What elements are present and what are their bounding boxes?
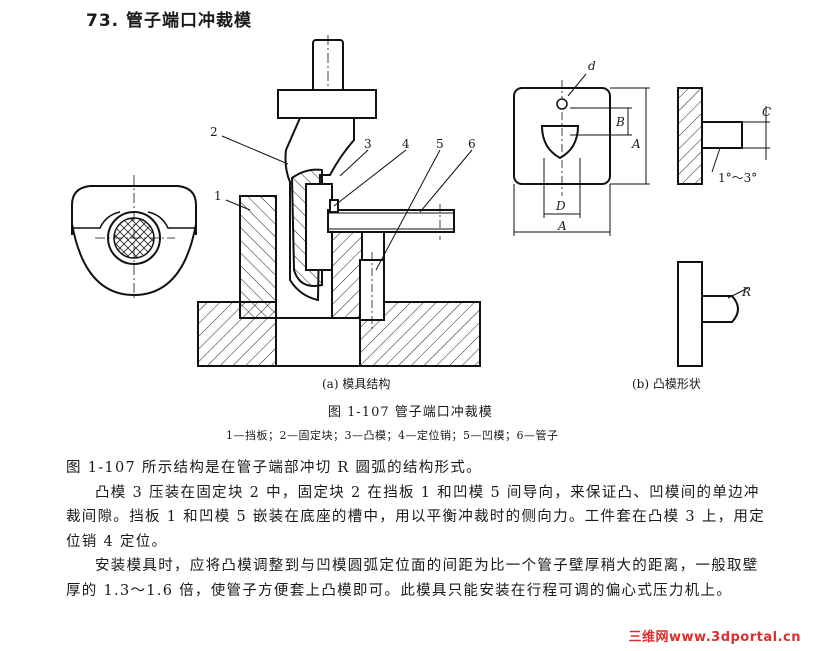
side-view	[71, 175, 197, 300]
punch-front-view	[513, 73, 650, 236]
dim-A-vertical: A	[631, 137, 641, 151]
punch-side-view	[677, 87, 770, 185]
page-title: 73. 管子端口冲裁模	[86, 11, 253, 31]
part-number-1: 1	[214, 189, 222, 203]
dim-A-horizontal: A	[557, 219, 567, 233]
part-number-6: 6	[468, 137, 476, 151]
figure-legend: 1—挡板；2—固定块；3—凸模；4—定位销；5—凹模；6—管子	[226, 429, 559, 442]
part-number-2: 2	[210, 125, 218, 139]
dim-d: d	[588, 59, 596, 73]
part-number-5: 5	[436, 137, 444, 151]
paragraph-1: 图 1-107 所示结构是在管子端部冲切 R 圆弧的结构形式。	[66, 460, 482, 476]
punch-top-view	[677, 261, 749, 367]
paragraph-3: 安装模具时，应将凸模调整到与凹模圆弧定位面的间距为比一个管子壁厚稍大的距离，一般…	[66, 558, 759, 599]
dim-D: D	[555, 199, 566, 213]
part-number-3: 3	[364, 137, 372, 151]
body-text: 图 1-107 所示结构是在管子端部冲切 R 圆弧的结构形式。 凸模 3 压装在…	[66, 456, 771, 604]
caption-b: (b) 凸模形状	[632, 377, 701, 391]
part-number-4: 4	[402, 137, 410, 151]
dim-B: B	[615, 115, 625, 129]
paragraph-2: 凸模 3 压装在固定块 2 中，固定块 2 在挡板 1 和凹模 5 间导向，来保…	[66, 484, 766, 550]
dim-R: R	[741, 285, 751, 299]
caption-a: (a) 模具结构	[322, 377, 391, 391]
angle-label: 1°～3°	[718, 171, 757, 185]
die-assembly	[197, 35, 481, 367]
dim-C: C	[762, 105, 771, 119]
figure-title: 图 1-107 管子端口冲裁模	[328, 405, 493, 420]
watermark: 三维网www.3dportal.cn	[628, 630, 801, 645]
figure-drawing: 2 1 3 4 5 6 d B A D A	[71, 35, 771, 367]
